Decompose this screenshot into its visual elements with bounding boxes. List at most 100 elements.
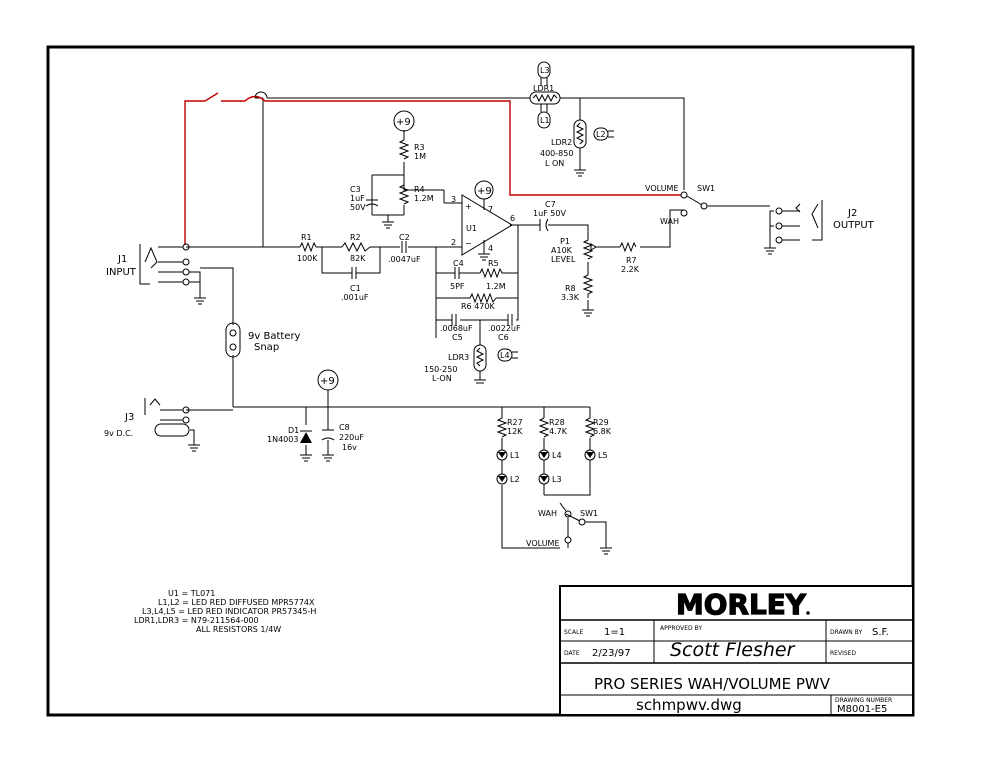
led-l1-symbol	[537, 104, 551, 129]
p1-value-2: LEVEL	[551, 255, 576, 264]
resistor-r2	[341, 241, 371, 253]
r29-label: R29	[593, 418, 609, 427]
j1-label: J1	[117, 254, 127, 265]
ground	[382, 221, 394, 229]
scale-label: SCALE	[564, 629, 583, 636]
sw1-label-lower: SW1	[580, 509, 598, 518]
p1-value-1: A10K	[551, 246, 573, 255]
resistor-r3	[398, 139, 410, 160]
c6-label: C6	[498, 333, 509, 342]
logo-dot	[806, 611, 810, 615]
capacitor-c2	[401, 241, 407, 253]
r8-label: R8	[565, 284, 576, 293]
r29-value: 6.8K	[593, 427, 612, 436]
plus9-label: +9	[396, 117, 411, 128]
parts-notes: U1 = TL071 L1,L2 = LED RED DIFFUSED MPR5…	[134, 589, 316, 634]
drawing-number-label: DRAWING NUMBER	[835, 697, 892, 704]
ldr2	[573, 119, 587, 177]
c7-value: 1uF 50V	[533, 209, 566, 218]
resistor-r4	[398, 184, 410, 205]
jack-j1	[139, 243, 206, 305]
drawing-title: PRO SERIES WAH/VOLUME PWV	[594, 675, 831, 693]
red-switch-blade	[204, 92, 219, 102]
l5-label: L5	[598, 451, 608, 460]
led-l2-symbol	[593, 127, 614, 141]
snap-label: Snap	[254, 342, 279, 353]
ldr2-label: LDR2	[551, 138, 572, 147]
date-label: DATE	[564, 650, 580, 657]
l3-symbol-label: L3	[540, 66, 550, 75]
led-l4-indicator	[497, 348, 518, 362]
c3-value-2: 50V	[350, 203, 366, 212]
l4-label: L4	[552, 451, 562, 460]
battery-label: 9v Battery	[248, 331, 301, 342]
wah-label-lower: WAH	[538, 509, 557, 518]
c7-label: C7	[545, 200, 556, 209]
scale-value: 1=1	[604, 627, 625, 638]
morley-logo: MORLEY	[676, 588, 807, 621]
r5-value: 1.2M	[486, 282, 506, 291]
capacitor-c8	[321, 429, 335, 462]
c1-label: C1	[350, 284, 361, 293]
wiring	[186, 91, 774, 549]
c3-value-1: 1uF	[350, 194, 365, 203]
note-line: LDR1,LDR3 = N79-211564-000	[134, 616, 259, 625]
jack-j3	[144, 398, 200, 452]
plus9-label: +9	[477, 186, 492, 197]
supply-plus9-top: +9	[393, 110, 415, 132]
c8-label: C8	[339, 423, 350, 432]
ldr3	[473, 344, 487, 384]
supply-plus9-bus: +9	[317, 369, 339, 391]
approver-signature: Scott Flesher	[670, 639, 796, 661]
opamp-u1: + −	[461, 194, 513, 261]
l1-label: L1	[510, 451, 520, 460]
volume-label-lower: VOLUME	[526, 539, 560, 548]
title-block: MORLEY SCALE 1=1 APPROVED BY Scott Flesh…	[559, 585, 914, 716]
p1-label: P1	[560, 237, 570, 246]
r5-label: R5	[488, 259, 499, 268]
pin2-label: 2	[451, 238, 456, 247]
resistor-r7	[619, 241, 637, 253]
c3-label: C3	[350, 185, 361, 194]
led-l3	[538, 460, 550, 485]
r28-label: R28	[549, 418, 565, 427]
led-l3-symbol	[537, 61, 551, 86]
note-line: U1 = TL071	[168, 589, 215, 598]
diode-d1	[300, 430, 312, 462]
drawn-by-label: DRAWN BY	[830, 629, 862, 636]
approved-label: APPROVED BY	[660, 625, 702, 632]
ldr2-value-1: 400-850	[540, 149, 573, 158]
red-wire	[184, 95, 684, 245]
ldr3-value-2: L-ON	[432, 374, 452, 383]
drawing-file: schmpwv.dwg	[636, 696, 742, 714]
drawing-number: M8001-E5	[837, 704, 887, 715]
resistor-r8	[582, 274, 594, 298]
r28-value: 4.7K	[549, 427, 568, 436]
resistor-r28	[538, 417, 550, 438]
c5-label: C5	[452, 333, 463, 342]
dc-label: 9v D.C.	[104, 429, 133, 438]
pin6-label: 6	[510, 214, 515, 223]
input-label: INPUT	[106, 267, 137, 278]
resistor-r29	[584, 417, 596, 438]
led-l1	[496, 449, 508, 461]
resistor-r1	[299, 241, 317, 253]
resistor-r5	[479, 267, 508, 279]
ldr1	[529, 91, 561, 105]
d1-label: D1	[288, 426, 299, 435]
c4-value: 5PF	[450, 282, 465, 291]
svg-text:−: −	[465, 239, 472, 248]
pin4-label: 4	[488, 244, 493, 253]
c5-value: .0068uF	[440, 324, 473, 333]
wah-label-upper: WAH	[660, 217, 679, 226]
note-line: ALL RESISTORS 1/4W	[196, 625, 281, 634]
led-l4	[538, 449, 550, 461]
j3-label: J3	[124, 412, 134, 423]
note-line: L1,L2 = LED RED DIFFUSED MPR5774X	[158, 598, 315, 607]
l1-symbol-label: L1	[540, 116, 550, 125]
battery-snap	[225, 322, 241, 358]
capacitor-c1	[342, 267, 370, 279]
resistor-r27	[496, 417, 508, 438]
volume-label-upper: VOLUME	[645, 184, 679, 193]
